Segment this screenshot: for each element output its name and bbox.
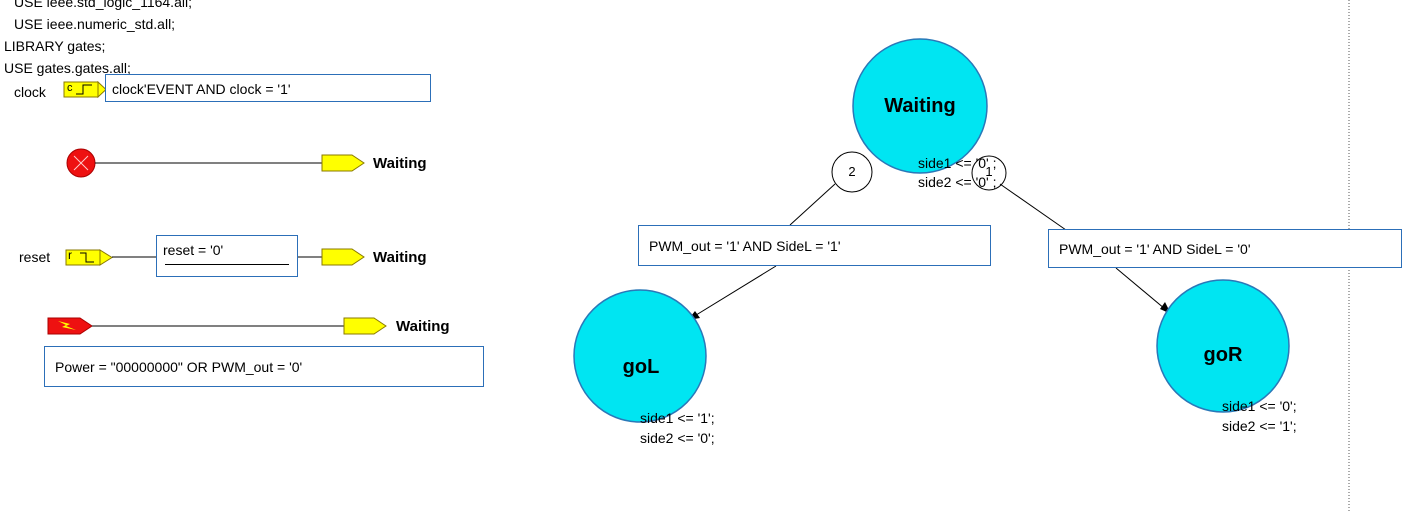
waiting-action-1: side1 <= '0' ; — [918, 155, 997, 171]
state-waiting-name: Waiting — [884, 95, 956, 117]
reset-condition-text: reset = '0' — [163, 242, 224, 258]
transition-line-2 — [789, 183, 836, 226]
lightning-pin-icon[interactable] — [47, 317, 93, 335]
reset-label: reset — [19, 249, 51, 265]
transition-line-1 — [999, 183, 1067, 231]
reset-condition-box[interactable]: reset = '0' — [156, 235, 298, 277]
clock-condition-box[interactable]: clock'EVENT AND clock = '1' — [105, 74, 431, 102]
code-line-1: USE ieee.std_logic_1164.all; — [14, 0, 192, 10]
waiting-action-2: side2 <= '0' ; — [918, 174, 997, 190]
transition-arrow-2 — [687, 265, 777, 321]
clock-label: clock — [14, 84, 46, 100]
state-gor-circle[interactable] — [1156, 279, 1290, 413]
priority-badge-1 — [971, 155, 1007, 191]
priority-1-label: 1 — [985, 164, 993, 179]
reset-target-arrow-icon — [321, 248, 365, 266]
transition-1-condition-box[interactable]: PWM_out = '1' AND SideL = '0' — [1048, 229, 1402, 268]
code-line-2: USE ieee.numeric_std.all; — [14, 16, 176, 32]
state-gol-name: goL — [622, 356, 660, 378]
state-gor-name: goR — [1203, 344, 1243, 366]
clock-pin-icon[interactable] — [63, 80, 107, 99]
initial-target-label: Waiting — [373, 155, 427, 172]
gol-action-2: side2 <= '0'; — [640, 430, 715, 446]
transition-arrow-1 — [1115, 267, 1172, 315]
reset-pin-icon[interactable] — [65, 249, 113, 266]
power-condition-box[interactable]: Power = "00000000" OR PWM_out = '0' — [44, 346, 484, 387]
priority-2-label: 2 — [848, 164, 856, 179]
state-waiting-circle[interactable] — [852, 38, 988, 174]
power-target-label: Waiting — [396, 318, 450, 335]
clock-icon-letter: c — [67, 82, 73, 94]
reset-condition-underline — [165, 264, 289, 265]
state-gol-circle[interactable] — [573, 289, 707, 423]
code-line-3: LIBRARY gates; — [4, 38, 106, 54]
gor-action-2: side2 <= '1'; — [1222, 418, 1297, 434]
gol-action-1: side1 <= '1'; — [640, 410, 715, 426]
reset-target-label: Waiting — [373, 249, 427, 266]
code-line-4: USE gates.gates.all; — [4, 60, 131, 76]
reset-icon-letter: r — [68, 248, 72, 262]
power-target-arrow-icon — [343, 317, 387, 335]
priority-badge-2 — [831, 151, 873, 193]
initial-target-arrow-icon — [321, 154, 365, 172]
gor-action-1: side1 <= '0'; — [1222, 398, 1297, 414]
initial-state-icon[interactable] — [66, 148, 96, 178]
transition-2-condition-box[interactable]: PWM_out = '1' AND SideL = '1' — [638, 225, 991, 266]
